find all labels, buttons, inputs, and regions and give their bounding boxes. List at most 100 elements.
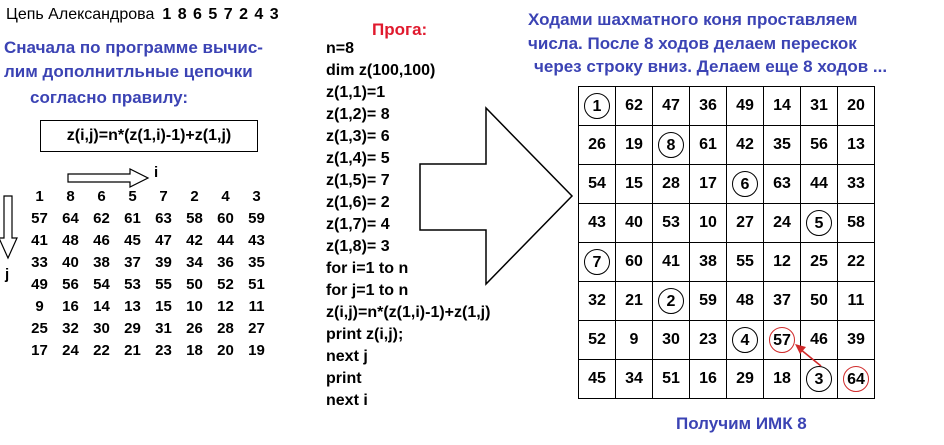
board-cell-value: 51 — [662, 370, 680, 387]
board-cell-value: 34 — [625, 370, 643, 387]
board-cell: 21 — [615, 281, 653, 321]
board-cell: 34 — [615, 359, 653, 399]
code-line: z(1,8)= 3 — [326, 238, 390, 255]
board-cell: 45 — [578, 359, 616, 399]
code-line: z(1,1)=1 — [326, 84, 386, 101]
board-cell-value: 24 — [773, 214, 791, 231]
matrix-cell: 59 — [248, 210, 265, 227]
matrix-cell: 16 — [62, 298, 79, 315]
matrix-cell: 10 — [186, 298, 203, 315]
board-cell-value: 2 — [658, 288, 684, 314]
code-line: z(1,5)= 7 — [326, 172, 390, 189]
matrix-cell: 62 — [93, 210, 110, 227]
result-text: Получим ИМК 8 — [676, 414, 807, 433]
code-line: print — [326, 370, 362, 387]
matrix-cell: 35 — [248, 254, 265, 271]
matrix-cell: 52 — [217, 276, 234, 293]
matrix-cell: 21 — [124, 342, 141, 359]
matrix-cell: 39 — [155, 254, 172, 271]
matrix-cell: 20 — [217, 342, 234, 359]
matrix-cell: 24 — [62, 342, 79, 359]
matrix-cell: 37 — [124, 254, 141, 271]
board-cell: 39 — [837, 320, 875, 360]
board-cell-value: 56 — [810, 136, 828, 153]
board-cell-value: 54 — [588, 175, 606, 192]
code-line: z(1,7)= 4 — [326, 216, 390, 233]
matrix-cell: 58 — [186, 210, 203, 227]
matrix-cell: 53 — [124, 276, 141, 293]
board-cell: 22 — [837, 242, 875, 282]
board-cell: 19 — [615, 125, 653, 165]
board-cell-value: 8 — [658, 132, 684, 158]
matrix-cell: 17 — [31, 342, 48, 359]
board-cell: 58 — [837, 203, 875, 243]
board-cell-value: 40 — [625, 214, 643, 231]
board-cell-value: 12 — [773, 253, 791, 270]
matrix-cell: 44 — [217, 232, 234, 249]
board-cell: 60 — [615, 242, 653, 282]
matrix-cell: 8 — [66, 188, 75, 205]
matrix-cell: 49 — [31, 276, 48, 293]
board-cell-value: 10 — [699, 214, 717, 231]
code-line: z(1,3)= 6 — [326, 128, 390, 145]
code-line: dim z(100,100) — [326, 62, 436, 79]
matrix-cell: 6 — [97, 188, 106, 205]
board-cell-value: 62 — [625, 97, 643, 114]
chain-numbers: 1 8 6 5 7 2 4 3 — [162, 6, 280, 23]
code-line: print z(i,j); — [326, 326, 404, 343]
board-cell-value: 44 — [810, 175, 828, 192]
board-cell-value: 11 — [847, 292, 865, 309]
big-right-arrow — [419, 106, 574, 286]
board-cell: 44 — [800, 164, 838, 204]
board-cell-value: 64 — [843, 366, 869, 392]
right-text-line-3: через строку вниз. Делаем еще 8 ходов ..… — [534, 57, 888, 76]
matrix-cell: 57 — [31, 210, 48, 227]
left-text-line-2: лим дополнитльные цепочки — [4, 62, 253, 81]
matrix-cell: 26 — [186, 320, 203, 337]
board-cell-value: 14 — [773, 97, 791, 114]
board-cell-value: 13 — [847, 136, 865, 153]
board-cell-value: 55 — [736, 253, 754, 270]
code-line: next j — [326, 348, 368, 365]
board-cell-value: 60 — [625, 253, 643, 270]
board-cell: 29 — [726, 359, 764, 399]
board-cell-value: 21 — [625, 292, 643, 309]
board-cell-value: 57 — [769, 327, 795, 353]
board-cell-value: 41 — [662, 253, 680, 270]
board-cell-value: 15 — [625, 175, 643, 192]
board-cell: 23 — [689, 320, 727, 360]
board-cell-value: 29 — [736, 370, 754, 387]
matrix-cell: 22 — [93, 342, 110, 359]
formula-box: z(i,j)=n*(z(1,i)-1)+z(1,j) — [40, 120, 258, 152]
matrix-cell: 27 — [248, 320, 265, 337]
matrix-cell: 2 — [190, 188, 199, 205]
matrix-cell: 11 — [248, 298, 265, 315]
matrix-cell: 15 — [155, 298, 172, 315]
board-cell-value: 48 — [736, 292, 754, 309]
matrix-cell: 56 — [62, 276, 79, 293]
code-line: z(1,2)= 8 — [326, 106, 390, 123]
board-cell-value: 35 — [773, 136, 791, 153]
board-cell: 31 — [800, 86, 838, 126]
code-line: z(1,6)= 2 — [326, 194, 390, 211]
matrix-cell: 42 — [186, 232, 203, 249]
board-cell-value: 58 — [847, 214, 865, 231]
matrix-cell: 23 — [155, 342, 172, 359]
board-cell: 43 — [578, 203, 616, 243]
matrix-cell: 48 — [62, 232, 79, 249]
matrix-cell: 12 — [217, 298, 234, 315]
matrix-cell: 36 — [217, 254, 234, 271]
matrix-cell: 41 — [31, 232, 48, 249]
left-text-line-1: Сначала по программе вычис- — [4, 38, 263, 57]
red-jump-arrow — [795, 344, 822, 367]
matrix-cell: 7 — [159, 188, 168, 205]
board-cell-value: 46 — [810, 331, 828, 348]
matrix-cell: 45 — [124, 232, 141, 249]
